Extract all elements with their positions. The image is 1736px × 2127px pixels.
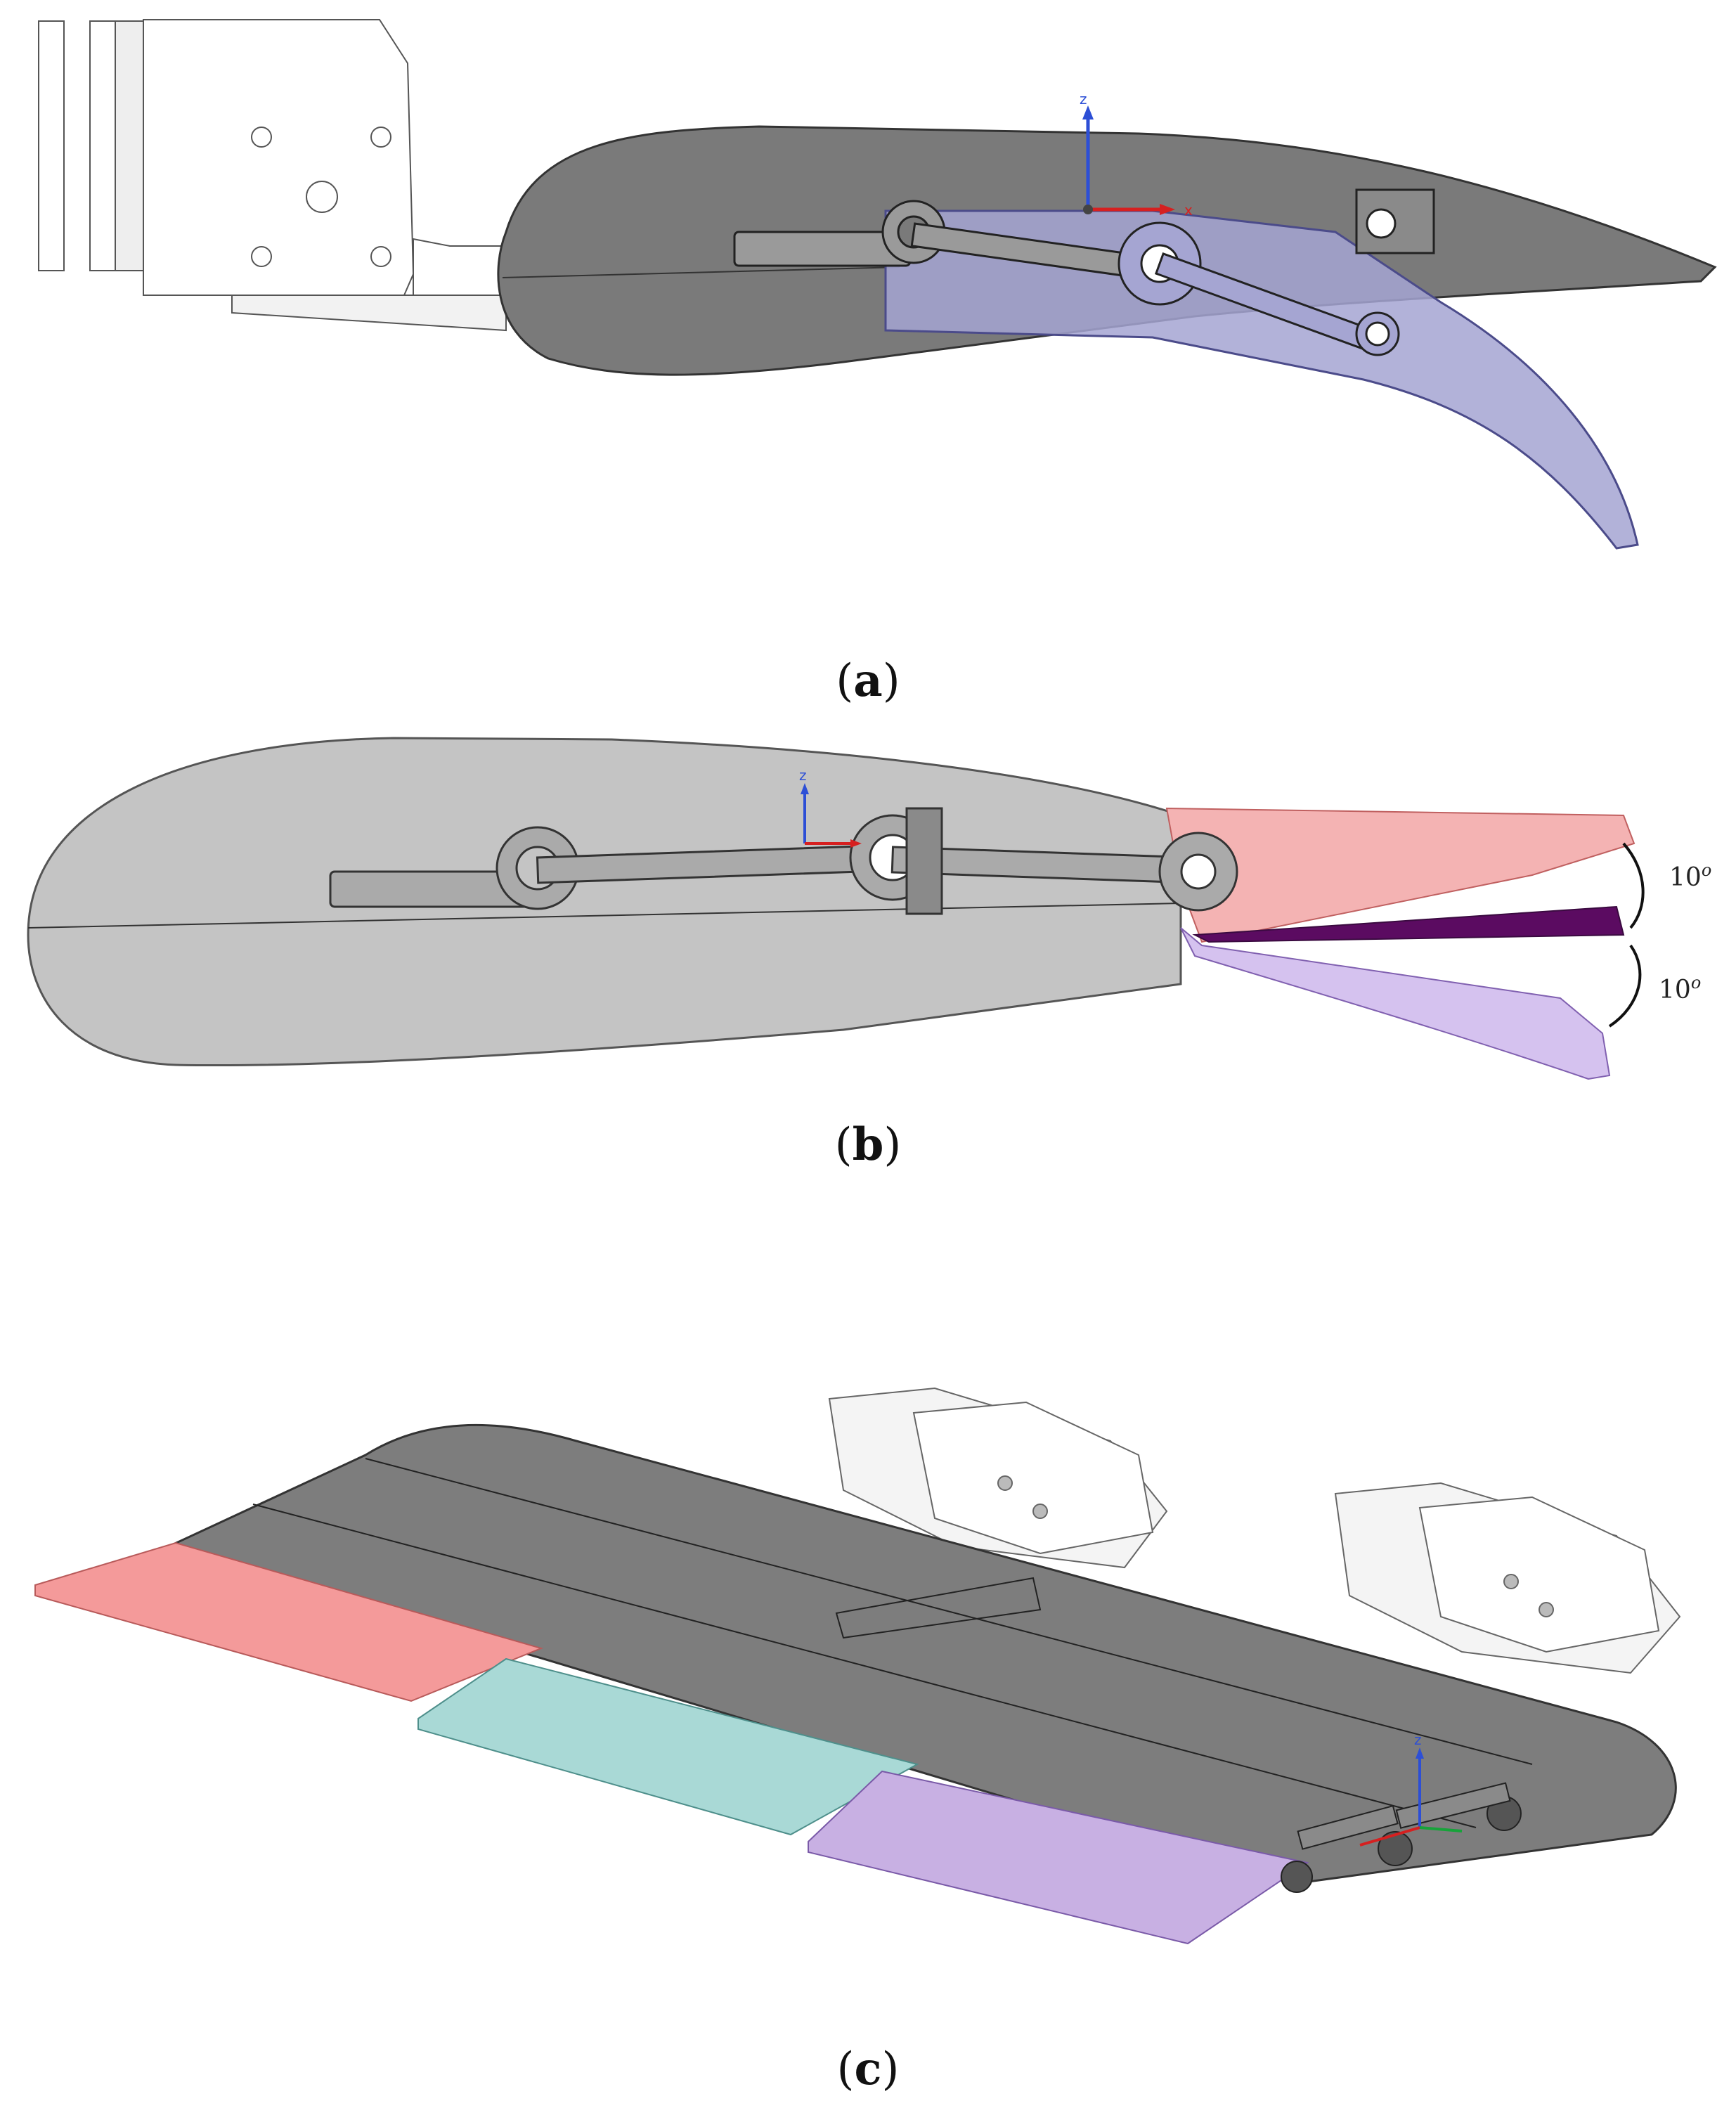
caption-a: (a) bbox=[836, 654, 900, 707]
surface-panel-red bbox=[34, 1541, 544, 1702]
axis-z-label: z bbox=[799, 767, 807, 784]
mounting-bracket bbox=[38, 19, 514, 332]
axis-z-label: z bbox=[1414, 1731, 1422, 1748]
linkage bbox=[733, 188, 1435, 356]
wing-body bbox=[165, 1423, 1677, 1885]
axis-x-label: x bbox=[1184, 202, 1193, 219]
panel-b: z 10o 10o (b) bbox=[27, 737, 1711, 1171]
linkage bbox=[329, 807, 1238, 915]
deflection-arc bbox=[1608, 842, 1645, 1028]
hinge-mechanism bbox=[1281, 1782, 1522, 1893]
panel-c: z (c) bbox=[34, 1387, 1681, 2095]
flap-down bbox=[1180, 927, 1611, 1080]
airfoil-body bbox=[27, 737, 1182, 1067]
caption-b: (b) bbox=[835, 1118, 902, 1171]
flap-neutral bbox=[1192, 905, 1625, 943]
axis-z-label: z bbox=[1080, 91, 1087, 108]
coordinate-axes: z x bbox=[1080, 91, 1193, 219]
caption-c: (c) bbox=[837, 2043, 900, 2095]
coordinate-axes: z bbox=[1359, 1731, 1463, 1847]
angle-up-label: 10o bbox=[1669, 860, 1711, 892]
panel-a: z x (a) bbox=[38, 19, 1717, 707]
coordinate-axes: z bbox=[799, 767, 862, 848]
mounting-bracket bbox=[828, 1387, 1681, 1674]
angle-down-label: 10o bbox=[1659, 973, 1701, 1004]
surface-panel-violet bbox=[808, 1770, 1309, 1945]
deflected-flap bbox=[884, 209, 1639, 550]
